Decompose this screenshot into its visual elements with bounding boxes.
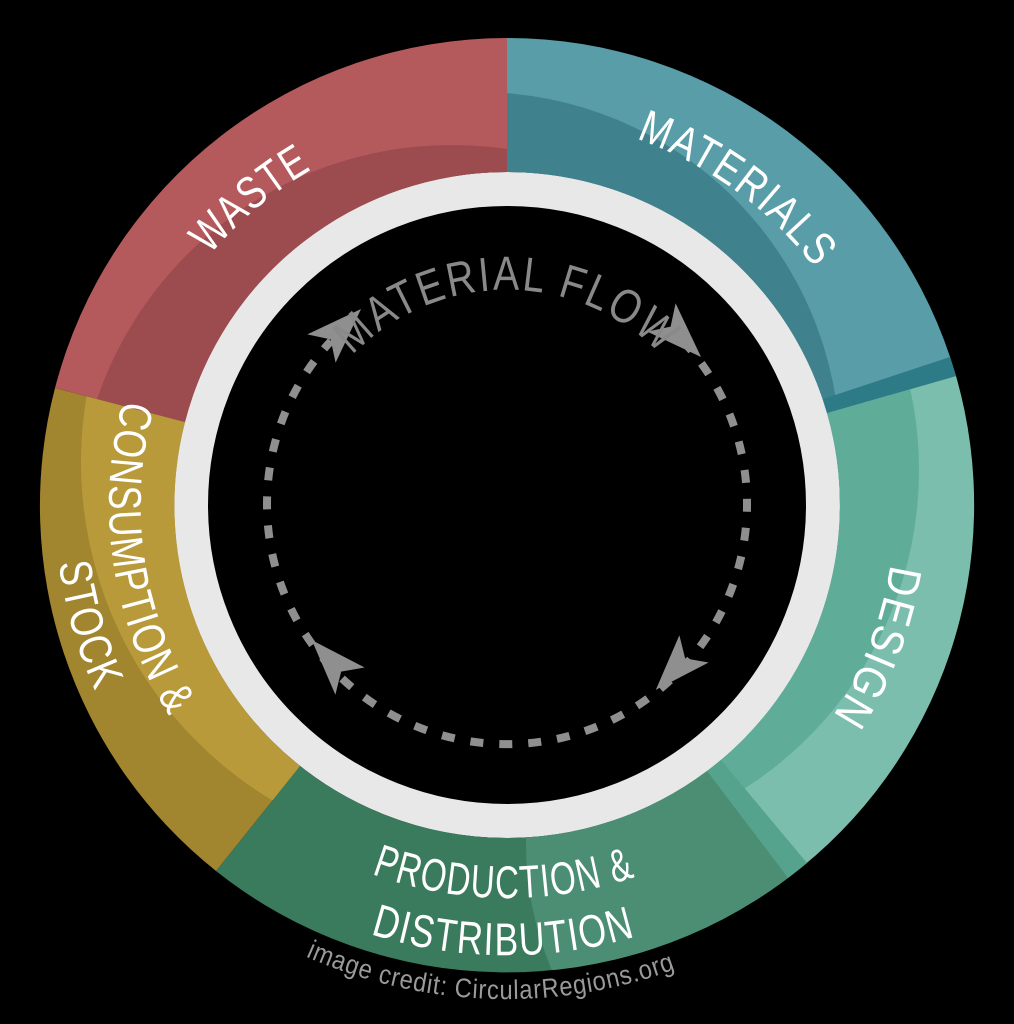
center-title: MATERIAL FLOW xyxy=(324,248,690,363)
flow-dashed-circle xyxy=(263,338,751,749)
inner-white-ring xyxy=(174,172,840,838)
seam-band-design-production xyxy=(707,760,807,878)
seam-band-materials-design xyxy=(823,357,956,413)
flow-indicator xyxy=(263,294,751,749)
